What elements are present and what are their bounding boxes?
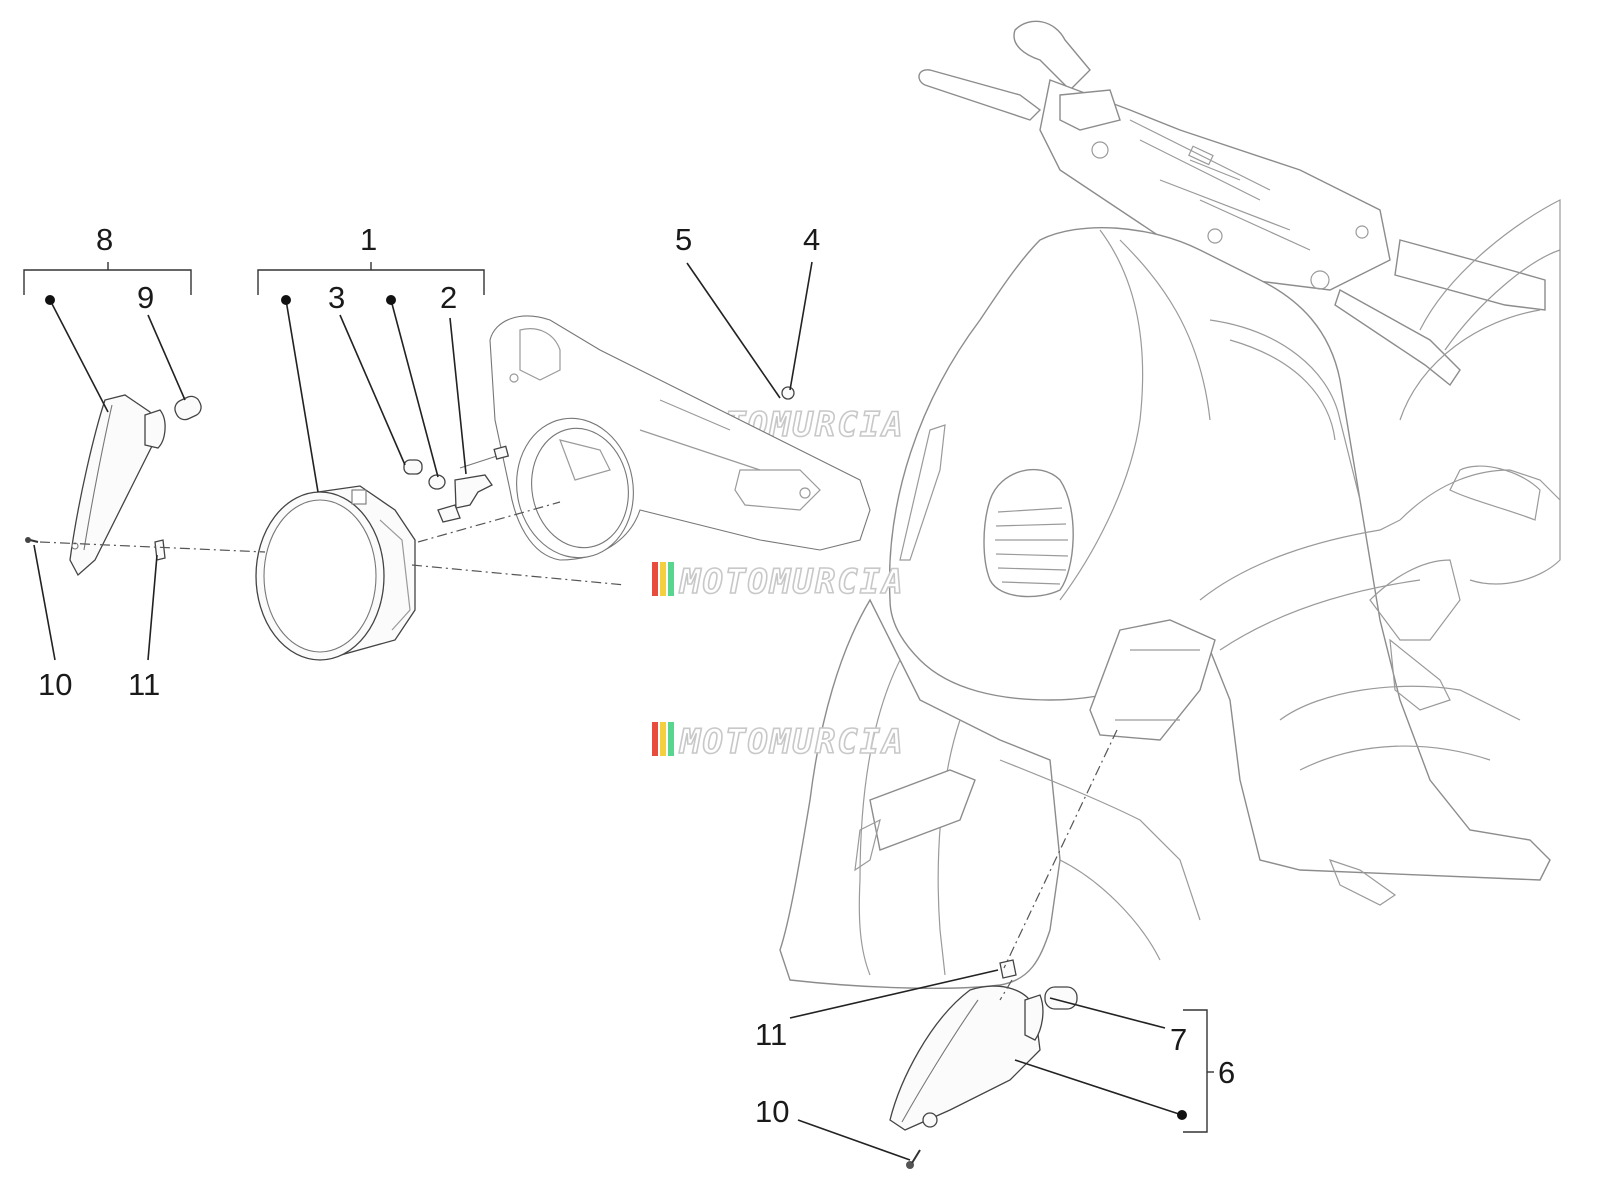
callout-labels: 8 1 9 3 2 5 4 10 11 11 7 6 10 <box>38 222 1235 1129</box>
callout-3: 3 <box>328 280 345 315</box>
assembly-axes <box>39 501 1118 1001</box>
callout-6: 6 <box>1218 1055 1235 1090</box>
front-right-indicator <box>889 985 1044 1131</box>
watermark-text: MOTOMURCIA <box>679 722 905 762</box>
callout-11-right: 11 <box>755 1017 787 1052</box>
group-brackets <box>23 262 1214 1133</box>
screw-10b <box>906 1149 921 1169</box>
callout-4: 4 <box>803 222 820 257</box>
clip-11a <box>154 539 166 561</box>
indicator-bulb-9 <box>174 395 202 421</box>
leader-lines <box>33 261 1183 1161</box>
indicator-bulb-7 <box>1044 986 1078 1010</box>
callout-9: 9 <box>137 280 154 315</box>
callout-5: 5 <box>675 222 692 257</box>
headlamp-unit <box>255 485 416 661</box>
watermark-middle: MOTOMURCIA <box>652 561 905 603</box>
headlamp-bulb-2 <box>437 445 510 523</box>
screw-10a <box>25 537 39 543</box>
scooter-front-body <box>779 20 1561 989</box>
callout-7: 7 <box>1170 1022 1187 1057</box>
callout-11-left: 11 <box>128 667 160 702</box>
front-left-indicator <box>69 394 166 577</box>
callout-2: 2 <box>440 280 457 315</box>
watermark-text: MOTOMURCIA <box>679 562 905 602</box>
clip-11b <box>999 959 1017 979</box>
screw-4 <box>781 386 795 400</box>
callout-10-left: 10 <box>38 667 72 702</box>
position-bulb-3 <box>403 459 423 475</box>
bulb-holder <box>428 474 446 490</box>
watermark-bottom: MOTOMURCIA <box>652 721 905 763</box>
callout-1: 1 <box>360 222 377 257</box>
callout-8: 8 <box>96 222 113 257</box>
bullet-dots <box>45 295 1187 1120</box>
callout-10-right: 10 <box>755 1094 789 1129</box>
handlebar-front-cover <box>489 315 871 561</box>
